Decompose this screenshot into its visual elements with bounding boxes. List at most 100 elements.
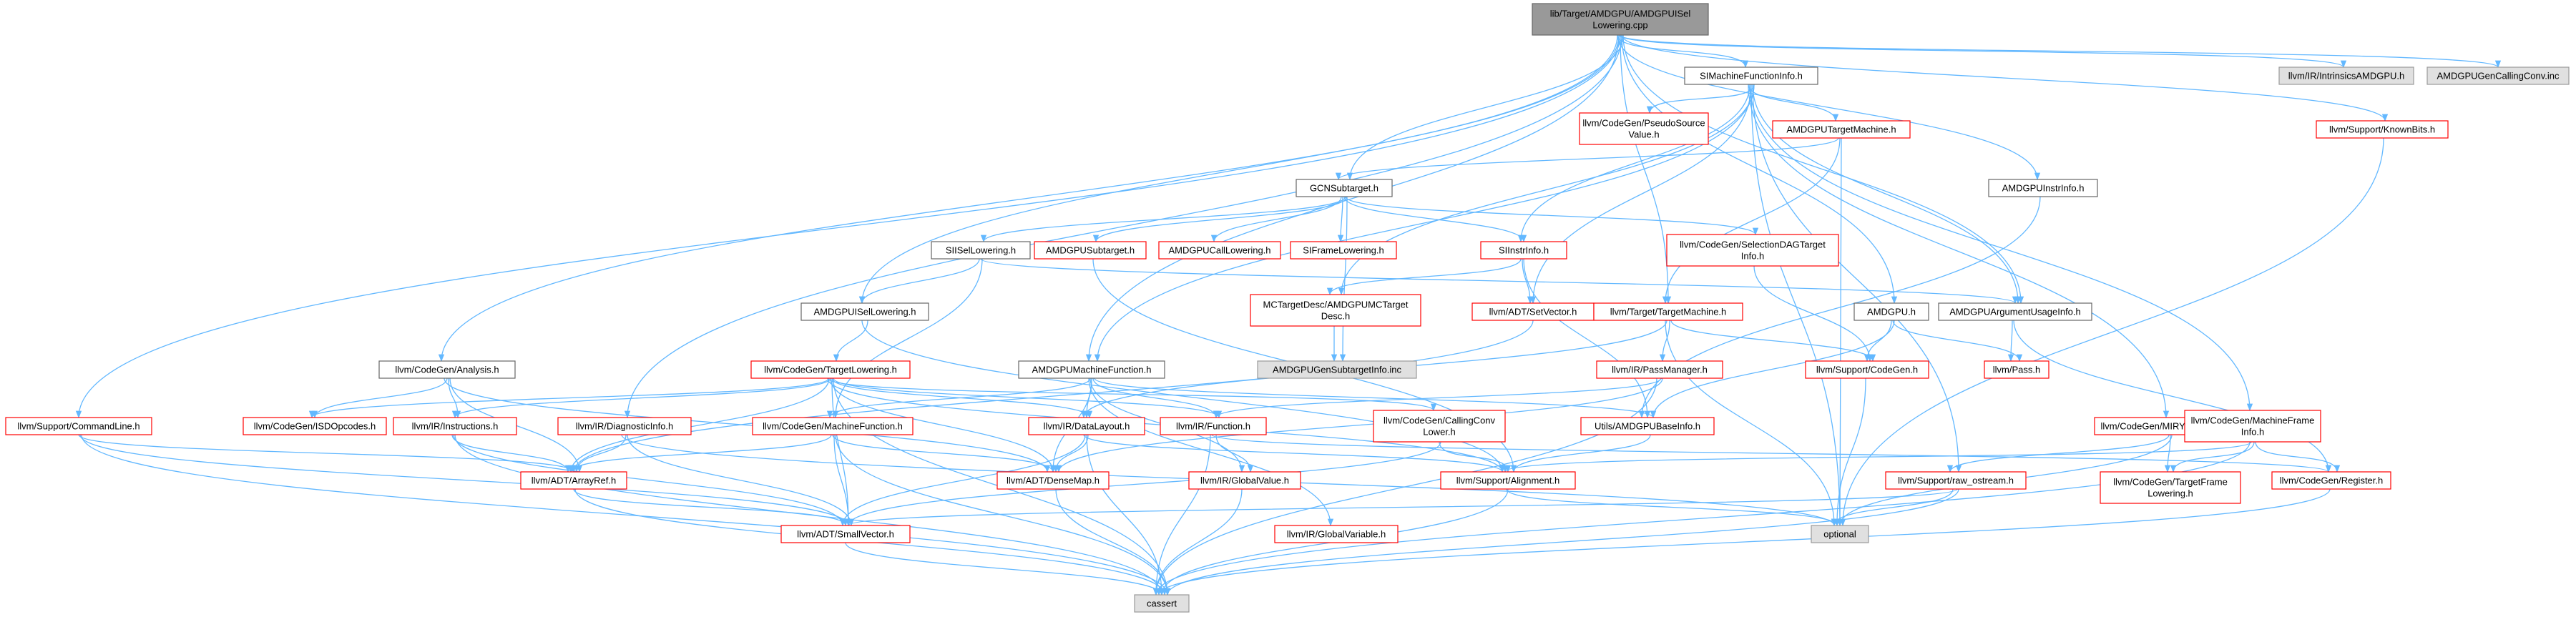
graph-node[interactable]: SIFrameLowering.h [1290,241,1397,260]
graph-node[interactable]: llvm/Support/CommandLine.h [5,417,152,435]
graph-node[interactable]: AMDGPUGenSubtargetInfo.inc [1257,360,1417,379]
node-box[interactable] [1373,410,1506,443]
node-box[interactable] [5,417,152,435]
node-box[interactable] [1034,241,1147,260]
graph-node[interactable]: llvm/IR/GlobalValue.h [1188,471,1301,490]
node-box[interactable] [2426,66,2570,85]
graph-node[interactable]: llvm/IR/DiagnosticInfo.h [557,417,692,435]
node-box[interactable] [931,241,1031,260]
graph-node[interactable]: AMDGPUGenCallingConv.inc [2426,66,2570,85]
node-box[interactable] [1772,120,1911,139]
node-box[interactable] [1290,241,1397,260]
graph-node[interactable]: llvm/CodeGen/TargetLowering.h [750,360,911,379]
node-box[interactable] [243,417,387,435]
graph-node[interactable]: SIISelLowering.h [931,241,1031,260]
node-box[interactable] [1532,3,1709,36]
node-box[interactable] [1188,471,1301,490]
node-box[interactable] [1666,234,1839,267]
graph-node[interactable]: cassert [1134,594,1190,613]
graph-node[interactable]: llvm/Support/KnownBits.h [2316,120,2449,139]
node-box[interactable] [393,417,517,435]
graph-node[interactable]: llvm/IR/PassManager.h [1596,360,1723,379]
node-box[interactable] [1471,302,1595,321]
node-box[interactable] [1811,525,1869,543]
graph-node[interactable]: AMDGPUTargetMachine.h [1772,120,1911,139]
node-box[interactable] [1018,360,1165,379]
node-box[interactable] [750,360,911,379]
node-box[interactable] [2278,66,2414,85]
node-box[interactable] [1160,417,1267,435]
graph-node[interactable]: AMDGPUInstrInfo.h [1988,179,2098,197]
graph-node[interactable]: AMDGPU.h [1853,302,1929,321]
graph-node[interactable]: llvm/ADT/SmallVector.h [780,525,911,543]
node-box[interactable] [557,417,692,435]
graph-node[interactable]: llvm/CodeGen/Register.h [2271,471,2391,490]
graph-node[interactable]: llvm/Support/raw_ostream.h [1885,471,2027,490]
graph-node[interactable]: llvm/ADT/DenseMap.h [996,471,1110,490]
node-box[interactable] [2316,120,2449,139]
graph-node[interactable]: llvm/IR/GlobalVariable.h [1274,525,1399,543]
node-box[interactable] [752,417,914,435]
node-box[interactable] [2184,410,2321,443]
node-box[interactable] [1250,294,1421,327]
node-box[interactable] [1596,360,1723,379]
node-box[interactable] [1257,360,1417,379]
graph-node[interactable]: llvm/ADT/SetVector.h [1471,302,1595,321]
node-box[interactable] [1684,66,1818,85]
node-box[interactable] [1853,302,1929,321]
graph-node[interactable]: AMDGPUCallLowering.h [1158,241,1281,260]
graph-node[interactable]: llvm/CodeGen/MachineFunction.h [752,417,914,435]
graph-node[interactable]: llvm/Support/Alignment.h [1440,471,1576,490]
node-box[interactable] [1440,471,1576,490]
node-box[interactable] [1885,471,2027,490]
graph-node[interactable]: GCNSubtarget.h [1296,179,1393,197]
node-box[interactable] [800,302,929,321]
node-box[interactable] [1579,112,1709,145]
node-box[interactable] [1593,302,1743,321]
graph-node[interactable]: llvm/CodeGen/ISDOpcodes.h [243,417,387,435]
node-box[interactable] [2271,471,2391,490]
graph-node[interactable]: llvm/Pass.h [1984,360,2049,379]
graph-node[interactable]: SIInstrInfo.h [1480,241,1567,260]
node-box[interactable] [1028,417,1145,435]
node-box[interactable] [1988,179,2098,197]
graph-node[interactable]: optional [1811,525,1869,543]
graph-node[interactable]: llvm/IR/Function.h [1160,417,1267,435]
node-box[interactable] [1580,417,1715,435]
node-box[interactable] [1984,360,2049,379]
graph-node[interactable]: llvm/ADT/ArrayRef.h [520,471,627,490]
node-box[interactable] [780,525,911,543]
node-box[interactable] [1480,241,1567,260]
node-box[interactable] [520,471,627,490]
node-box[interactable] [1274,525,1399,543]
node-box[interactable] [1938,302,2092,321]
graph-node[interactable]: AMDGPUSubtarget.h [1034,241,1147,260]
graph-node[interactable]: llvm/Support/CodeGen.h [1805,360,1929,379]
graph-node[interactable]: SIMachineFunctionInfo.h [1684,66,1818,85]
graph-node[interactable]: Utils/AMDGPUBaseInfo.h [1580,417,1715,435]
edge-n13-n36 [1523,258,1651,419]
graph-node[interactable]: llvm/IR/DataLayout.h [1028,417,1145,435]
graph-node[interactable]: llvm/IR/IntrinsicsAMDGPU.h [2278,66,2414,85]
graph-node[interactable]: AMDGPUArgumentUsageInfo.h [1938,302,2092,321]
graph-node[interactable]: AMDGPUMachineFunction.h [1018,360,1165,379]
node-box[interactable] [1296,179,1393,197]
node-box[interactable] [1158,241,1281,260]
graph-node[interactable]: llvm/CodeGen/Analysis.h [378,360,516,379]
graph-node[interactable]: llvm/IR/Instructions.h [393,417,517,435]
node-box[interactable] [378,360,516,379]
node-box[interactable] [1134,594,1190,613]
graph-node[interactable]: lib/Target/AMDGPU/AMDGPUISelLowering.cpp [1532,3,1709,36]
node-box[interactable] [996,471,1110,490]
node-box[interactable] [1805,360,1929,379]
graph-node[interactable]: AMDGPUISelLowering.h [800,302,929,321]
node-box[interactable] [2100,471,2241,504]
edge-n17-n39 [570,320,1534,473]
graph-node[interactable]: llvm/Target/TargetMachine.h [1593,302,1743,321]
